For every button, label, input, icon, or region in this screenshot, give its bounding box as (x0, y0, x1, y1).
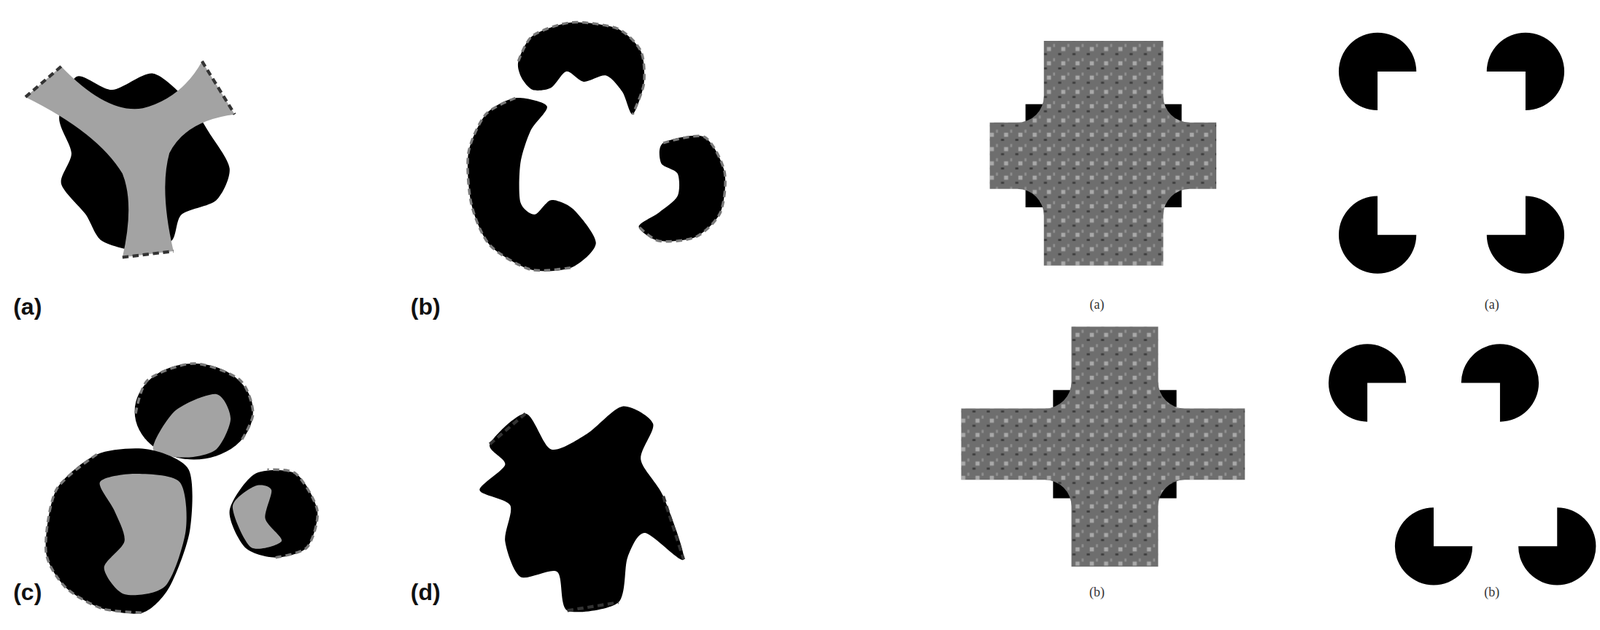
black-region (479, 406, 684, 613)
dashed-edge (267, 469, 318, 557)
grey-region (25, 61, 235, 258)
black-fragment (229, 469, 319, 558)
dashed-edge (518, 22, 645, 115)
pacman-inducer (1338, 196, 1417, 274)
panel-label: (a) (1089, 297, 1104, 311)
pacman-inducer (1518, 507, 1596, 585)
panel-label: (a) (1484, 297, 1500, 311)
pacman-inducer (1486, 196, 1565, 274)
pacman-inducer (1461, 343, 1539, 421)
grey-region (153, 393, 231, 458)
dashed-edge (467, 97, 572, 270)
black-fragment (467, 97, 597, 271)
grey-region (232, 485, 282, 549)
panel-label: (c) (13, 580, 42, 604)
black-fragment (639, 135, 726, 242)
panel-label: (d) (410, 580, 441, 604)
dashed-edge (639, 135, 726, 241)
dashed-edge (25, 66, 62, 98)
pacman-inducer (1338, 32, 1417, 111)
dashed-edge (45, 453, 144, 613)
pacman-inducer (1486, 32, 1565, 111)
panel-label: (a) (13, 294, 42, 319)
black-fragment (518, 22, 645, 115)
dashed-edge (567, 601, 619, 610)
black-fragment (134, 363, 254, 459)
dashed-edge (135, 363, 254, 443)
dashed-edge (202, 61, 235, 115)
panel-label: (b) (410, 294, 441, 319)
pacman-inducer (1394, 507, 1473, 585)
pacman-inducer (1328, 343, 1406, 421)
grey-region (99, 473, 187, 595)
black-fragment (45, 447, 193, 613)
panel-label: (b) (1483, 585, 1500, 599)
dashed-edge (122, 250, 174, 257)
textured-cross (990, 40, 1217, 266)
panel-label: (b) (1089, 585, 1105, 599)
textured-cross (960, 326, 1245, 567)
dashed-edge (489, 412, 526, 444)
dashed-edge (663, 496, 684, 560)
